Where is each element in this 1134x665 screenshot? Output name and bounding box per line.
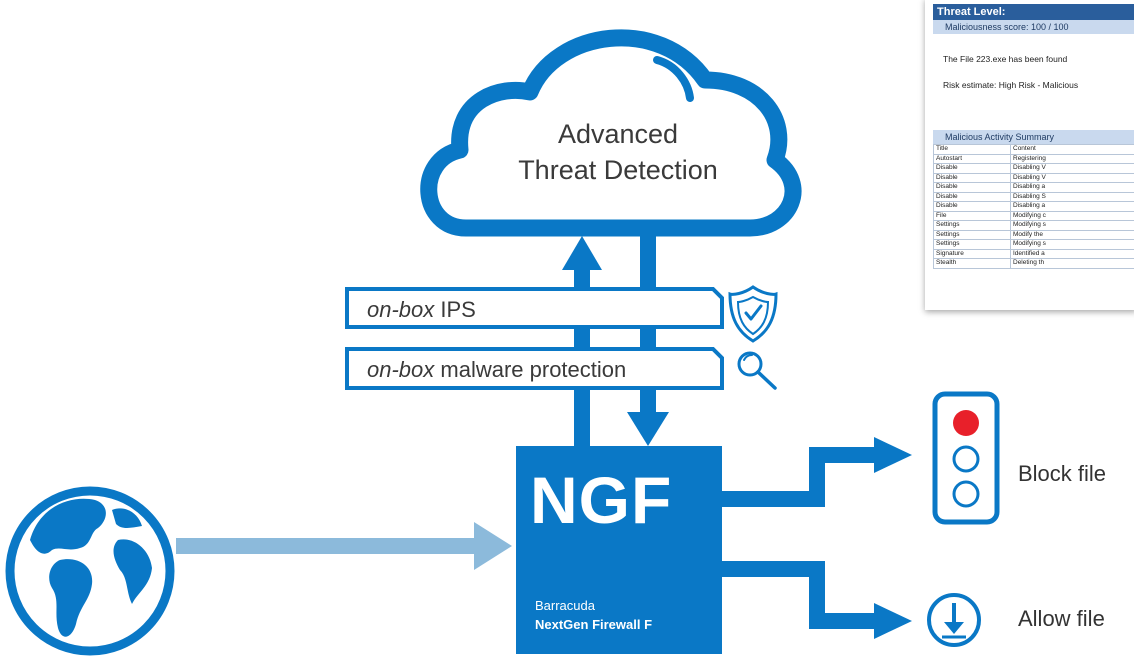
report-header-cell: Title — [933, 144, 1011, 155]
report-table-cell: Disable — [933, 163, 1011, 174]
ngf-vendor: Barracuda — [535, 598, 595, 613]
report-line-1: The File 223.exe has been found — [943, 54, 1068, 64]
report-table-cell: Identified a — [1010, 248, 1134, 259]
inbound-arrowhead — [474, 522, 512, 570]
malware-layer-box — [345, 347, 724, 390]
report-table-cell: Disabling V — [1010, 172, 1134, 183]
uplink-arrowhead — [562, 236, 602, 270]
downlink-arrowhead — [627, 412, 669, 446]
cloud-label-line1: Advanced — [557, 119, 679, 149]
report-table-cell: Modifying s — [1010, 220, 1134, 231]
block-file-label: Block file — [1018, 461, 1107, 486]
report-table-cell: Disable — [933, 201, 1011, 212]
allow-arrow-path — [722, 561, 878, 629]
ngf-product: NextGen Firewall F — [535, 617, 653, 632]
malware-layer-qualifier: on-box — [367, 357, 435, 382]
globe-icon — [5, 486, 175, 656]
malware-layer-text: malware protection — [434, 357, 627, 382]
report-table-cell: Disabling a — [1010, 201, 1134, 212]
allow-file-label: Allow file — [1018, 606, 1105, 631]
report-table-cell: Disable — [933, 191, 1011, 202]
report-title: Threat Level: — [933, 4, 1134, 20]
malware-layer-label: on-box malware protection — [367, 357, 626, 383]
report-table-cell: Disabling a — [1010, 182, 1134, 193]
report-score: Maliciousness score: 100 / 100 — [933, 20, 1134, 34]
ips-layer-box — [345, 287, 724, 329]
report-header-cell: Content — [1010, 144, 1134, 155]
ngf-box — [516, 446, 722, 654]
report-line-2: Risk estimate: High Risk - Malicious — [943, 80, 1079, 90]
block-arrow-path — [722, 447, 878, 507]
report-table-cell: Settings — [933, 229, 1011, 240]
traffic-light-icon — [932, 391, 1000, 525]
report-table-cell: Settings — [933, 239, 1011, 250]
report-table-cell: Registering — [1010, 153, 1134, 164]
report-table-cell: Settings — [933, 220, 1011, 231]
magnifier-icon — [737, 351, 777, 390]
inbound-shaft — [176, 538, 478, 554]
ngf-title: NGF — [530, 463, 673, 537]
report-table-cell: Modifying c — [1010, 210, 1134, 221]
report-table-cell: Deleting th — [1010, 258, 1134, 269]
report-table-cell: Signature — [933, 248, 1011, 259]
report-table-cell: Disable — [933, 172, 1011, 183]
amber-light — [952, 445, 980, 473]
threat-report-thumbnail: Threat Level: Maliciousness score: 100 /… — [925, 0, 1134, 310]
cloud-highlight — [653, 56, 694, 102]
report-table-cell: Disabling S — [1010, 191, 1134, 202]
allow-arrowhead — [874, 603, 912, 639]
ips-layer-text: IPS — [434, 297, 476, 322]
cloud-icon — [420, 29, 802, 237]
ips-layer-qualifier: on-box — [367, 297, 435, 322]
cloud-label-line2: Threat Detection — [518, 155, 718, 185]
report-table-cell: Disabling V — [1010, 163, 1134, 174]
shield-icon — [728, 285, 778, 343]
download-icon — [927, 593, 981, 647]
report-table-cell: Stealth — [933, 258, 1011, 269]
block-arrowhead — [874, 437, 912, 473]
report-table-cell: File — [933, 210, 1011, 221]
ips-layer-label: on-box IPS — [367, 297, 476, 323]
red-light — [953, 410, 979, 436]
report-summary-header: Malicious Activity Summary — [933, 130, 1134, 144]
green-light — [952, 480, 980, 508]
cloud-label: Advanced Threat Detection — [488, 116, 748, 188]
report-table-cell: Modifying s — [1010, 239, 1134, 250]
report-table-cell: Autostart — [933, 153, 1011, 164]
report-table-cell: Disable — [933, 182, 1011, 193]
report-table-cell: Modify the — [1010, 229, 1134, 240]
